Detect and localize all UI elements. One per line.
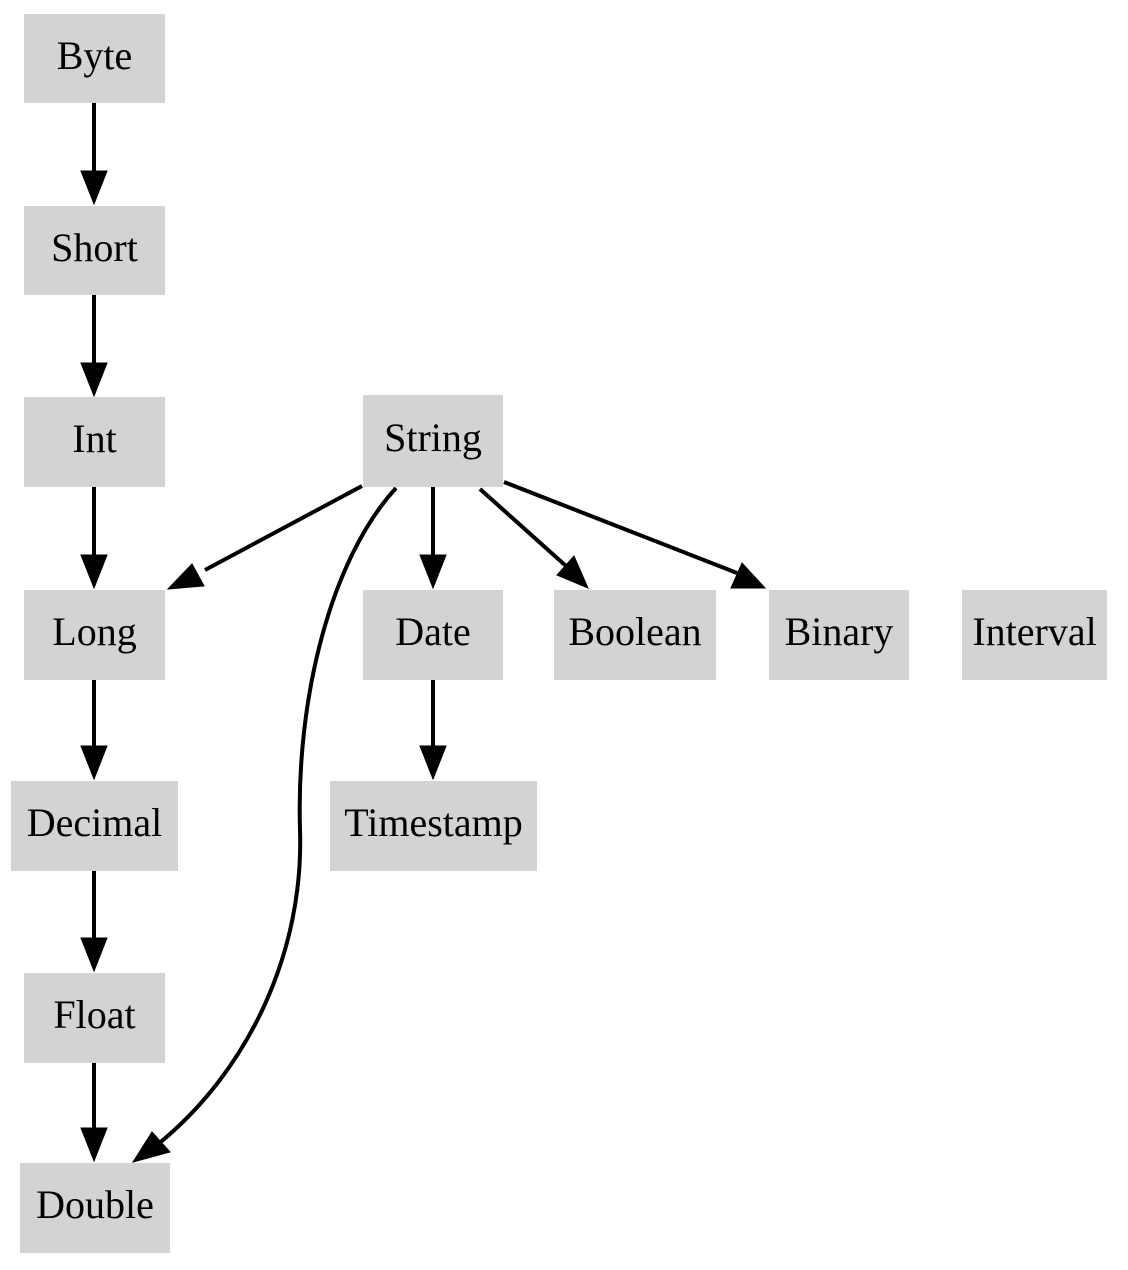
edge-date-timestamp[interactable] bbox=[419, 680, 447, 781]
node-decimal[interactable]: Decimal bbox=[11, 781, 178, 871]
arrowhead-icon bbox=[80, 937, 108, 973]
arrowhead-icon bbox=[556, 555, 589, 589]
edge-decimal-float[interactable] bbox=[80, 871, 108, 973]
node-layer: Byte Short Int String Long Date bbox=[11, 14, 1107, 1253]
arrowhead-icon bbox=[166, 563, 205, 590]
node-rect bbox=[24, 590, 165, 680]
edge-long-decimal[interactable] bbox=[80, 680, 108, 781]
edge-int-long[interactable] bbox=[80, 487, 108, 590]
node-rect bbox=[20, 1163, 170, 1253]
arrowhead-icon bbox=[419, 745, 447, 781]
edge-line bbox=[155, 486, 398, 1147]
node-rect bbox=[363, 395, 503, 487]
node-int[interactable]: Int bbox=[24, 397, 165, 487]
node-rect bbox=[11, 781, 178, 871]
edge-line bbox=[204, 484, 363, 572]
edge-string-binary[interactable] bbox=[503, 480, 767, 589]
edge-string-date[interactable] bbox=[419, 487, 447, 590]
node-short[interactable]: Short bbox=[24, 206, 165, 295]
edge-string-double[interactable] bbox=[131, 486, 398, 1163]
node-long[interactable]: Long bbox=[24, 590, 165, 680]
node-rect bbox=[24, 973, 165, 1063]
edge-string-long[interactable] bbox=[166, 484, 363, 590]
node-rect bbox=[554, 590, 716, 680]
arrowhead-icon bbox=[730, 562, 767, 589]
node-rect bbox=[24, 14, 165, 103]
arrowhead-icon bbox=[131, 1131, 171, 1163]
arrowhead-icon bbox=[80, 554, 108, 590]
edge-line bbox=[503, 480, 738, 575]
arrowhead-icon bbox=[419, 554, 447, 590]
node-string[interactable]: String bbox=[363, 395, 503, 487]
node-float[interactable]: Float bbox=[24, 973, 165, 1063]
edge-byte-short[interactable] bbox=[80, 103, 108, 206]
node-rect bbox=[24, 206, 165, 295]
node-rect bbox=[363, 590, 503, 680]
node-rect bbox=[24, 397, 165, 487]
node-byte[interactable]: Byte bbox=[24, 14, 165, 103]
edge-layer bbox=[80, 103, 767, 1163]
node-date[interactable]: Date bbox=[363, 590, 503, 680]
edge-float-double[interactable] bbox=[80, 1063, 108, 1163]
node-rect bbox=[962, 590, 1107, 680]
node-rect bbox=[330, 781, 537, 871]
edge-line bbox=[478, 487, 568, 568]
edge-short-int[interactable] bbox=[80, 295, 108, 398]
arrowhead-icon bbox=[80, 745, 108, 781]
arrowhead-icon bbox=[80, 362, 108, 398]
node-rect bbox=[769, 590, 909, 680]
arrowhead-icon bbox=[80, 170, 108, 206]
node-binary[interactable]: Binary bbox=[769, 590, 909, 680]
node-boolean[interactable]: Boolean bbox=[554, 590, 716, 680]
edge-string-boolean[interactable] bbox=[478, 487, 589, 589]
node-timestamp[interactable]: Timestamp bbox=[330, 781, 537, 871]
arrowhead-icon bbox=[80, 1127, 108, 1163]
node-interval[interactable]: Interval bbox=[962, 590, 1107, 680]
node-double[interactable]: Double bbox=[20, 1163, 170, 1253]
